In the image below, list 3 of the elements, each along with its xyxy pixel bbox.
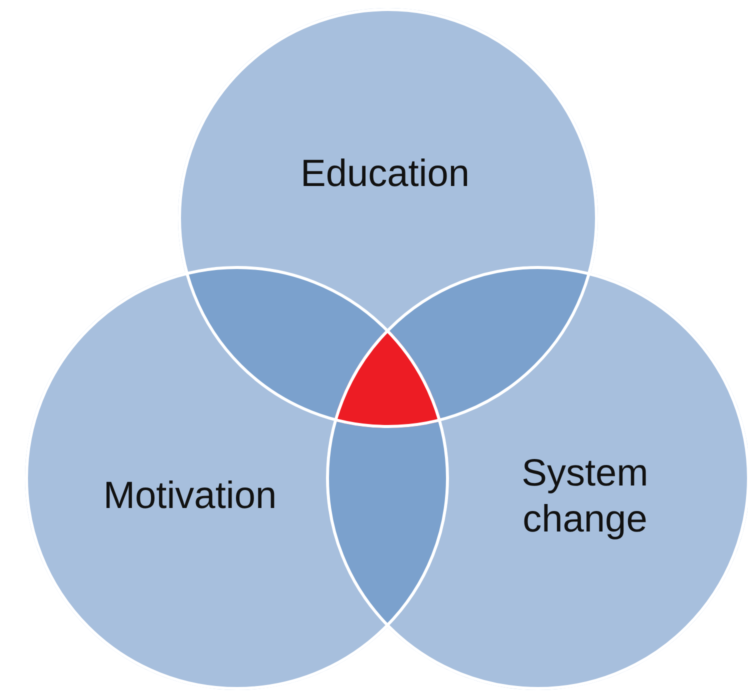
circle-label: Motivation bbox=[102, 474, 278, 520]
circle-label: Education bbox=[299, 152, 470, 198]
circle-label: System change bbox=[520, 451, 650, 542]
